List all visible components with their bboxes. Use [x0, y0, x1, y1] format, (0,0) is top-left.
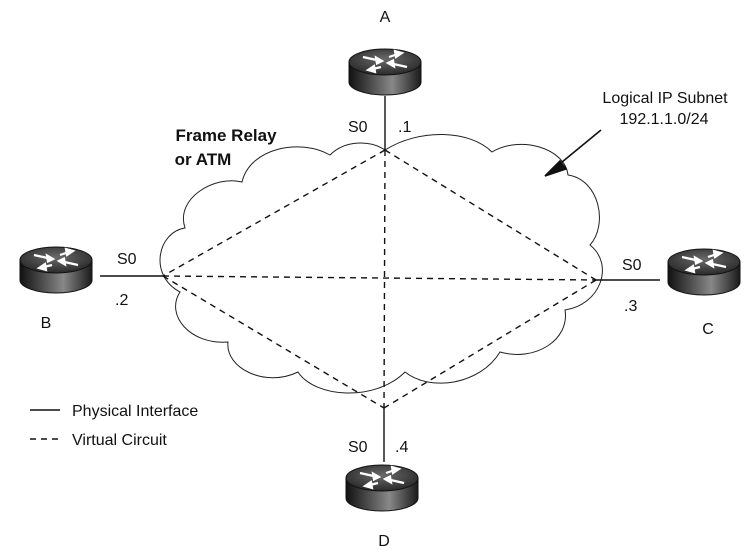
legend-virtual-label: Virtual Circuit — [72, 432, 167, 449]
subnet-label-line1: Logical IP Subnet — [602, 90, 728, 107]
router-a-address: .1 — [398, 119, 411, 136]
router-b[interactable] — [18, 245, 94, 295]
router-b-address: .2 — [115, 292, 128, 309]
cloud-label-line1: Frame Relay — [175, 126, 277, 145]
vc-a-c — [384, 149, 597, 281]
legend: Physical Interface Virtual Circuit — [30, 403, 198, 449]
router-a-name: A — [380, 9, 391, 26]
router-d-address: .4 — [395, 439, 408, 456]
router-c[interactable] — [666, 247, 742, 297]
router-c-interface: S0 — [622, 257, 642, 274]
router-d-name: D — [378, 533, 390, 550]
frame-relay-cloud — [159, 134, 603, 394]
router-b-name: B — [41, 315, 52, 332]
subnet-arrow — [544, 129, 602, 177]
cloud-label-line2: or ATM — [175, 150, 232, 169]
vc-b-d — [162, 275, 385, 409]
vc-a-b — [162, 149, 386, 277]
router-d-interface: S0 — [348, 439, 368, 456]
router-c-address: .3 — [624, 298, 637, 315]
router-c-name: C — [702, 321, 714, 338]
physical-links — [100, 96, 660, 462]
vc-c-d — [383, 279, 597, 409]
router-a[interactable] — [347, 47, 423, 97]
router-b-interface: S0 — [117, 251, 137, 268]
subnet-label-line2: 192.1.1.0/24 — [620, 111, 709, 128]
router-d[interactable] — [344, 463, 420, 513]
virtual-circuits — [162, 149, 597, 409]
legend-physical-label: Physical Interface — [72, 403, 198, 420]
router-a-interface: S0 — [348, 119, 368, 136]
